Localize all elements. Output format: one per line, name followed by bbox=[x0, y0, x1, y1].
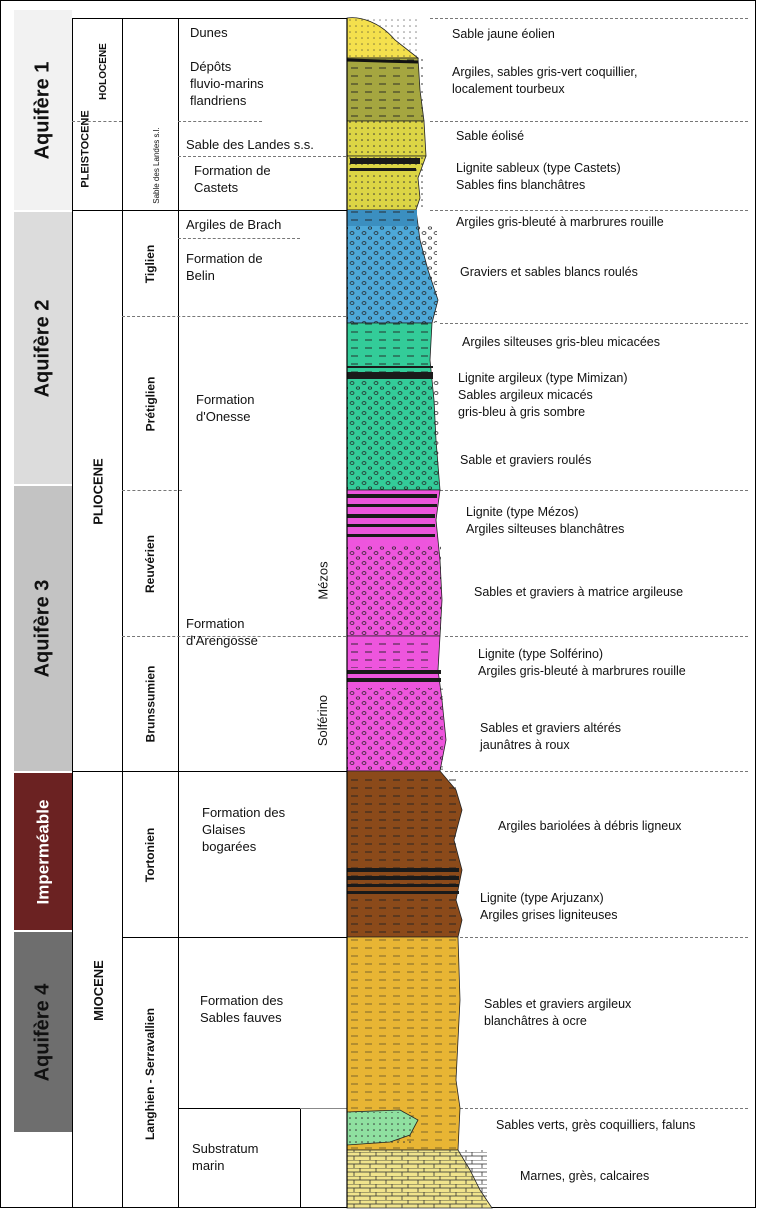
impermeable-band: Imperméable bbox=[14, 773, 72, 930]
lignite-band bbox=[347, 868, 459, 872]
aquifer-3-band: Aquifère 3 bbox=[14, 486, 72, 771]
aquifer-2-band: Aquifère 2 bbox=[14, 212, 72, 484]
dashed-boundary bbox=[440, 323, 748, 324]
description-sable-eolise: Sable éolisé bbox=[456, 129, 525, 143]
dashed-boundary bbox=[122, 490, 182, 491]
formation-belin: Formation de Belin bbox=[186, 251, 263, 283]
dashed-boundary bbox=[460, 1108, 748, 1109]
lignite-band bbox=[347, 514, 435, 518]
lignite-band bbox=[347, 494, 437, 498]
aquifer-1-band: Aquifère 1 bbox=[14, 10, 72, 210]
layer-castets-texture bbox=[347, 156, 423, 210]
dashed-boundary bbox=[72, 121, 122, 122]
layer-brach-texture bbox=[347, 210, 417, 226]
lignite-band bbox=[347, 876, 459, 880]
formation-dunes: Dunes bbox=[190, 25, 228, 40]
epoch-boundary bbox=[72, 210, 347, 211]
dashed-boundary bbox=[430, 18, 748, 19]
description-argiles-gris-vert: Argiles, sables gris-vert coquillier, lo… bbox=[452, 65, 638, 96]
column-divider bbox=[178, 18, 179, 1208]
description-matrice-argileuse: Sables et graviers à matrice argileuse bbox=[474, 585, 684, 599]
dashed-boundary bbox=[178, 156, 346, 157]
description-argiles-marbrures: Argiles gris-bleuté à marbrures rouille bbox=[456, 215, 664, 229]
description-sable-graviers-roules: Sable et graviers roulés bbox=[460, 453, 592, 467]
layer-glaises-texture bbox=[347, 775, 461, 937]
layer-solferino-texture bbox=[347, 638, 433, 668]
lignite-band bbox=[347, 678, 441, 682]
description-argiles-bariolees: Argiles bariolées à débris ligneux bbox=[498, 819, 682, 833]
formation-sables-fauves: Formation des Sables fauves bbox=[200, 993, 284, 1025]
lignite-band bbox=[346, 58, 419, 64]
description-marnes: Marnes, grès, calcaires bbox=[520, 1169, 650, 1183]
formation-onesse: Formation d'Onesse bbox=[196, 392, 255, 424]
formation-argiles-brach: Argiles de Brach bbox=[186, 217, 282, 232]
dashed-boundary bbox=[122, 316, 346, 317]
description-lignite-arjuzanx: Lignite (type Arjuzanx) Argiles grises l… bbox=[480, 891, 618, 922]
formation-substratum: Substratum marin bbox=[192, 1141, 259, 1173]
description-graviers-argileux: Sables et graviers argileux blanchâtres … bbox=[484, 997, 632, 1028]
layer-depots-texture bbox=[347, 58, 423, 121]
lignite-band bbox=[347, 524, 435, 527]
description-graviers-blancs: Graviers et sables blancs roulés bbox=[460, 265, 638, 279]
description-lignite-mimizan: Lignite argileux (type Mimizan) Sables a… bbox=[458, 371, 628, 419]
dashed-boundary bbox=[460, 937, 748, 938]
dashed-boundary bbox=[122, 636, 346, 637]
header-rule bbox=[72, 18, 350, 19]
layer-mezos-texture bbox=[347, 545, 441, 636]
description-sables-verts: Sables verts, grès coquilliers, faluns bbox=[496, 1118, 696, 1132]
lignite-band bbox=[347, 504, 437, 507]
layer-marl-texture bbox=[347, 1150, 487, 1208]
lignite-band bbox=[347, 366, 433, 368]
layer-onesse-gravel-texture bbox=[347, 380, 439, 490]
layer-dunes-texture bbox=[347, 18, 417, 58]
description-graviers-alteres: Sables et graviers altérés jaunâtres à r… bbox=[480, 721, 622, 752]
layer-faluns-texture bbox=[347, 1112, 415, 1144]
lignite-band bbox=[347, 884, 459, 887]
lignite-band bbox=[350, 158, 420, 164]
stage-boundary bbox=[178, 1108, 300, 1109]
dashed-boundary bbox=[178, 121, 262, 122]
formation-arengosse: Formation d'Arengosse bbox=[186, 616, 258, 648]
dashed-boundary bbox=[440, 490, 748, 491]
lignite-band bbox=[347, 372, 433, 379]
stage-boundary bbox=[300, 1108, 347, 1109]
description-lignite-mezos: Lignite (type Mézos) Argiles silteuses b… bbox=[466, 505, 625, 536]
formation-sable-landes-ss: Sable des Landes s.s. bbox=[186, 137, 314, 152]
column-divider bbox=[122, 18, 123, 1208]
lignite-band bbox=[347, 891, 459, 894]
lignite-band bbox=[347, 670, 441, 674]
lignite-band bbox=[350, 168, 416, 171]
dashed-boundary bbox=[430, 210, 748, 211]
epoch-boundary bbox=[72, 771, 347, 772]
formation-castets: Formation de Castets bbox=[194, 163, 271, 195]
layer-belin-texture bbox=[347, 226, 437, 323]
column-divider bbox=[300, 1108, 301, 1208]
lignite-band bbox=[347, 534, 435, 537]
formation-glaises-bogarees: Formation des Glaises bogarées bbox=[202, 805, 286, 854]
description-sable-jaune: Sable jaune éolien bbox=[452, 27, 555, 41]
formation-depots-flandriens: Dépôts fluvio-marins flandriens bbox=[190, 59, 264, 108]
aquifer-4-band: Aquifère 4 bbox=[14, 932, 72, 1132]
stage-boundary bbox=[122, 937, 347, 938]
dashed-boundary bbox=[445, 771, 748, 772]
layer-sable-eolise-texture bbox=[347, 121, 425, 156]
layer-solferino-gravel-texture bbox=[347, 688, 443, 771]
dashed-boundary bbox=[430, 121, 748, 122]
description-lignite-solferino: Lignite (type Solférino) Argiles gris-bl… bbox=[478, 647, 686, 678]
column-divider bbox=[72, 18, 73, 1208]
dashed-boundary bbox=[178, 238, 300, 239]
description-lignite-castets: Lignite sableux (type Castets) Sables fi… bbox=[456, 161, 621, 192]
description-argiles-silteuses-micacees: Argiles silteuses gris-bleu micacées bbox=[462, 335, 660, 349]
dashed-boundary bbox=[445, 636, 748, 637]
